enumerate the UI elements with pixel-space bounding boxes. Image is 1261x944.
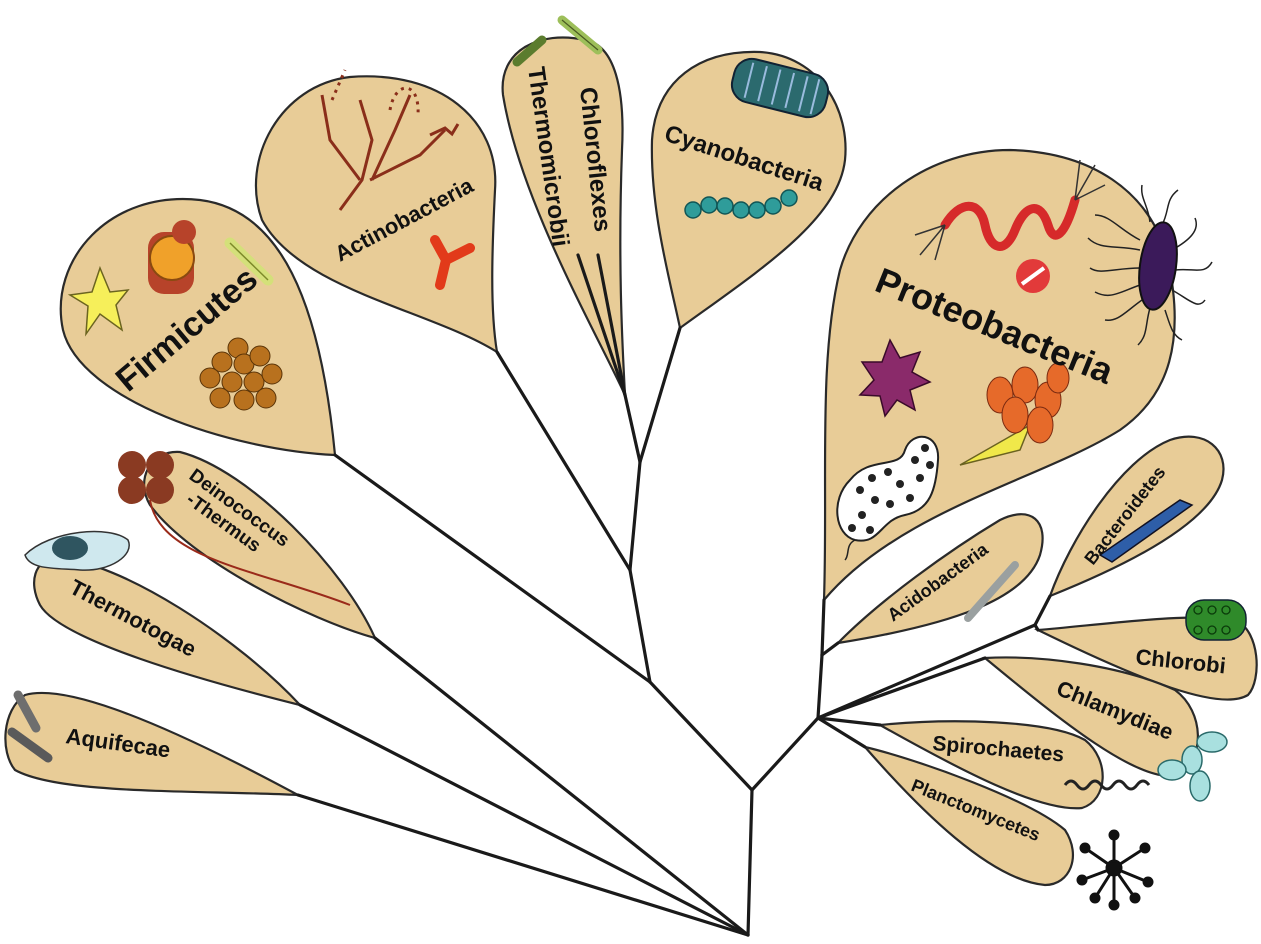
branch-cyanobacteria <box>640 328 680 462</box>
branch-proteo-stem <box>818 655 822 718</box>
ovoid-cell-icon <box>25 532 129 571</box>
branch-proteobacteria <box>822 600 824 655</box>
branch-aquifecae <box>298 795 748 935</box>
branch-right-major <box>752 718 818 790</box>
branch-acidobacteria <box>822 643 838 655</box>
globular-chain-icon <box>1186 600 1246 640</box>
diplococcus-disc-icon <box>1016 259 1050 293</box>
branch-left-major <box>650 682 752 790</box>
branch-thermotogae <box>300 705 748 935</box>
branch-deinococcus <box>375 638 748 935</box>
branch-trunk <box>748 790 752 935</box>
branch-chlamydiae <box>818 658 985 718</box>
leaf-shapes <box>5 37 1256 885</box>
branch-firmicutes <box>335 455 650 682</box>
branch-chloroflexi <box>625 395 640 462</box>
branch-upper-inner <box>630 570 650 682</box>
branch-bacteroidetes <box>1035 596 1050 625</box>
branch-actinobacteria <box>497 352 630 570</box>
branch-chloro-cyano <box>630 462 640 570</box>
budding-star-icon <box>1078 831 1152 909</box>
